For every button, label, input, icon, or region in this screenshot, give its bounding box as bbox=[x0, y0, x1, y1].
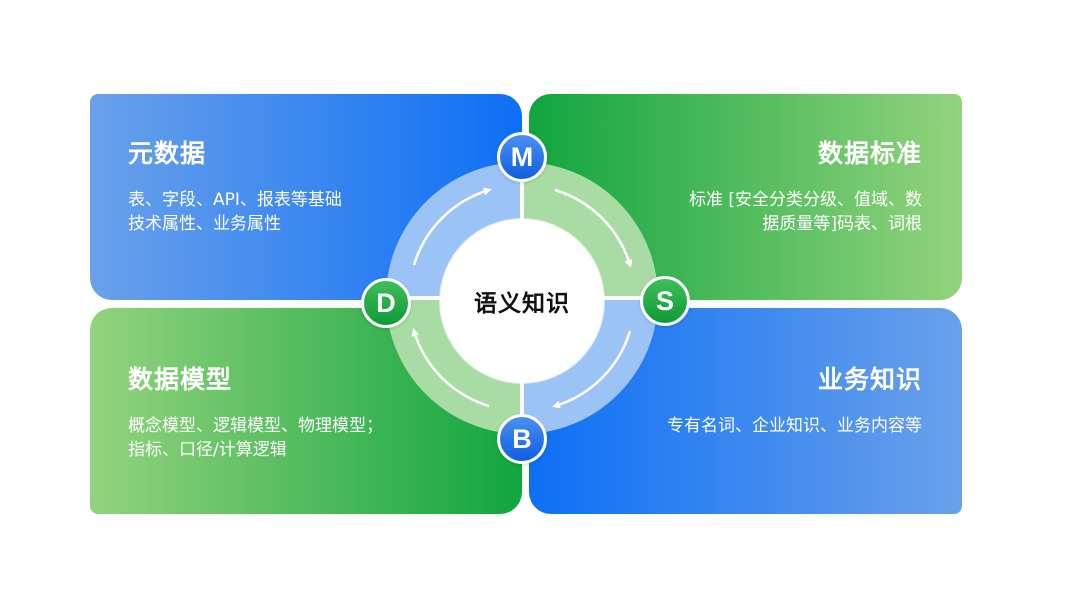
description-line: 专有名词、企业知识、业务内容等 bbox=[667, 416, 922, 436]
quadrant-description: 标准 [安全分类分级、值域、数 据质量等]码表、词根 bbox=[689, 188, 922, 236]
node-d: D bbox=[361, 278, 411, 328]
quadrant-title: 数据模型 bbox=[128, 365, 233, 394]
quadrant-description: 表、字段、API、报表等基础 技术属性、业务属性 bbox=[128, 188, 342, 236]
quadrant-title: 元数据 bbox=[128, 139, 207, 168]
flow-arrow-d-to-m bbox=[412, 187, 492, 266]
flow-arrow-s-to-b bbox=[552, 330, 632, 409]
quadrant-description: 专有名词、企业知识、业务内容等 bbox=[667, 414, 922, 438]
description-line: 技术属性、业务属性 bbox=[128, 214, 281, 234]
flow-arrow-m-to-s bbox=[554, 188, 633, 268]
description-line: 概念模型、逻辑模型、物理模型； bbox=[128, 416, 383, 436]
description-line: 指标、口径/计算逻辑 bbox=[128, 440, 287, 460]
node-b: B bbox=[497, 414, 547, 464]
quadrant-title: 业务知识 bbox=[817, 365, 922, 394]
node-m: M bbox=[497, 132, 547, 182]
description-line: 标准 [安全分类分级、值域、数 bbox=[688, 190, 922, 210]
quadrant-description: 概念模型、逻辑模型、物理模型； 指标、口径/计算逻辑 bbox=[128, 414, 383, 462]
node-s: S bbox=[640, 276, 690, 326]
description-line: 表、字段、API、报表等基础 bbox=[128, 190, 342, 210]
center-label: 语义知识 bbox=[474, 291, 570, 317]
center-hub: 语义知识 bbox=[440, 219, 604, 383]
flow-arrow-b-to-d bbox=[411, 328, 490, 408]
quadrant-title: 数据标准 bbox=[817, 139, 922, 168]
description-line: 据质量等]码表、词根 bbox=[762, 214, 922, 234]
